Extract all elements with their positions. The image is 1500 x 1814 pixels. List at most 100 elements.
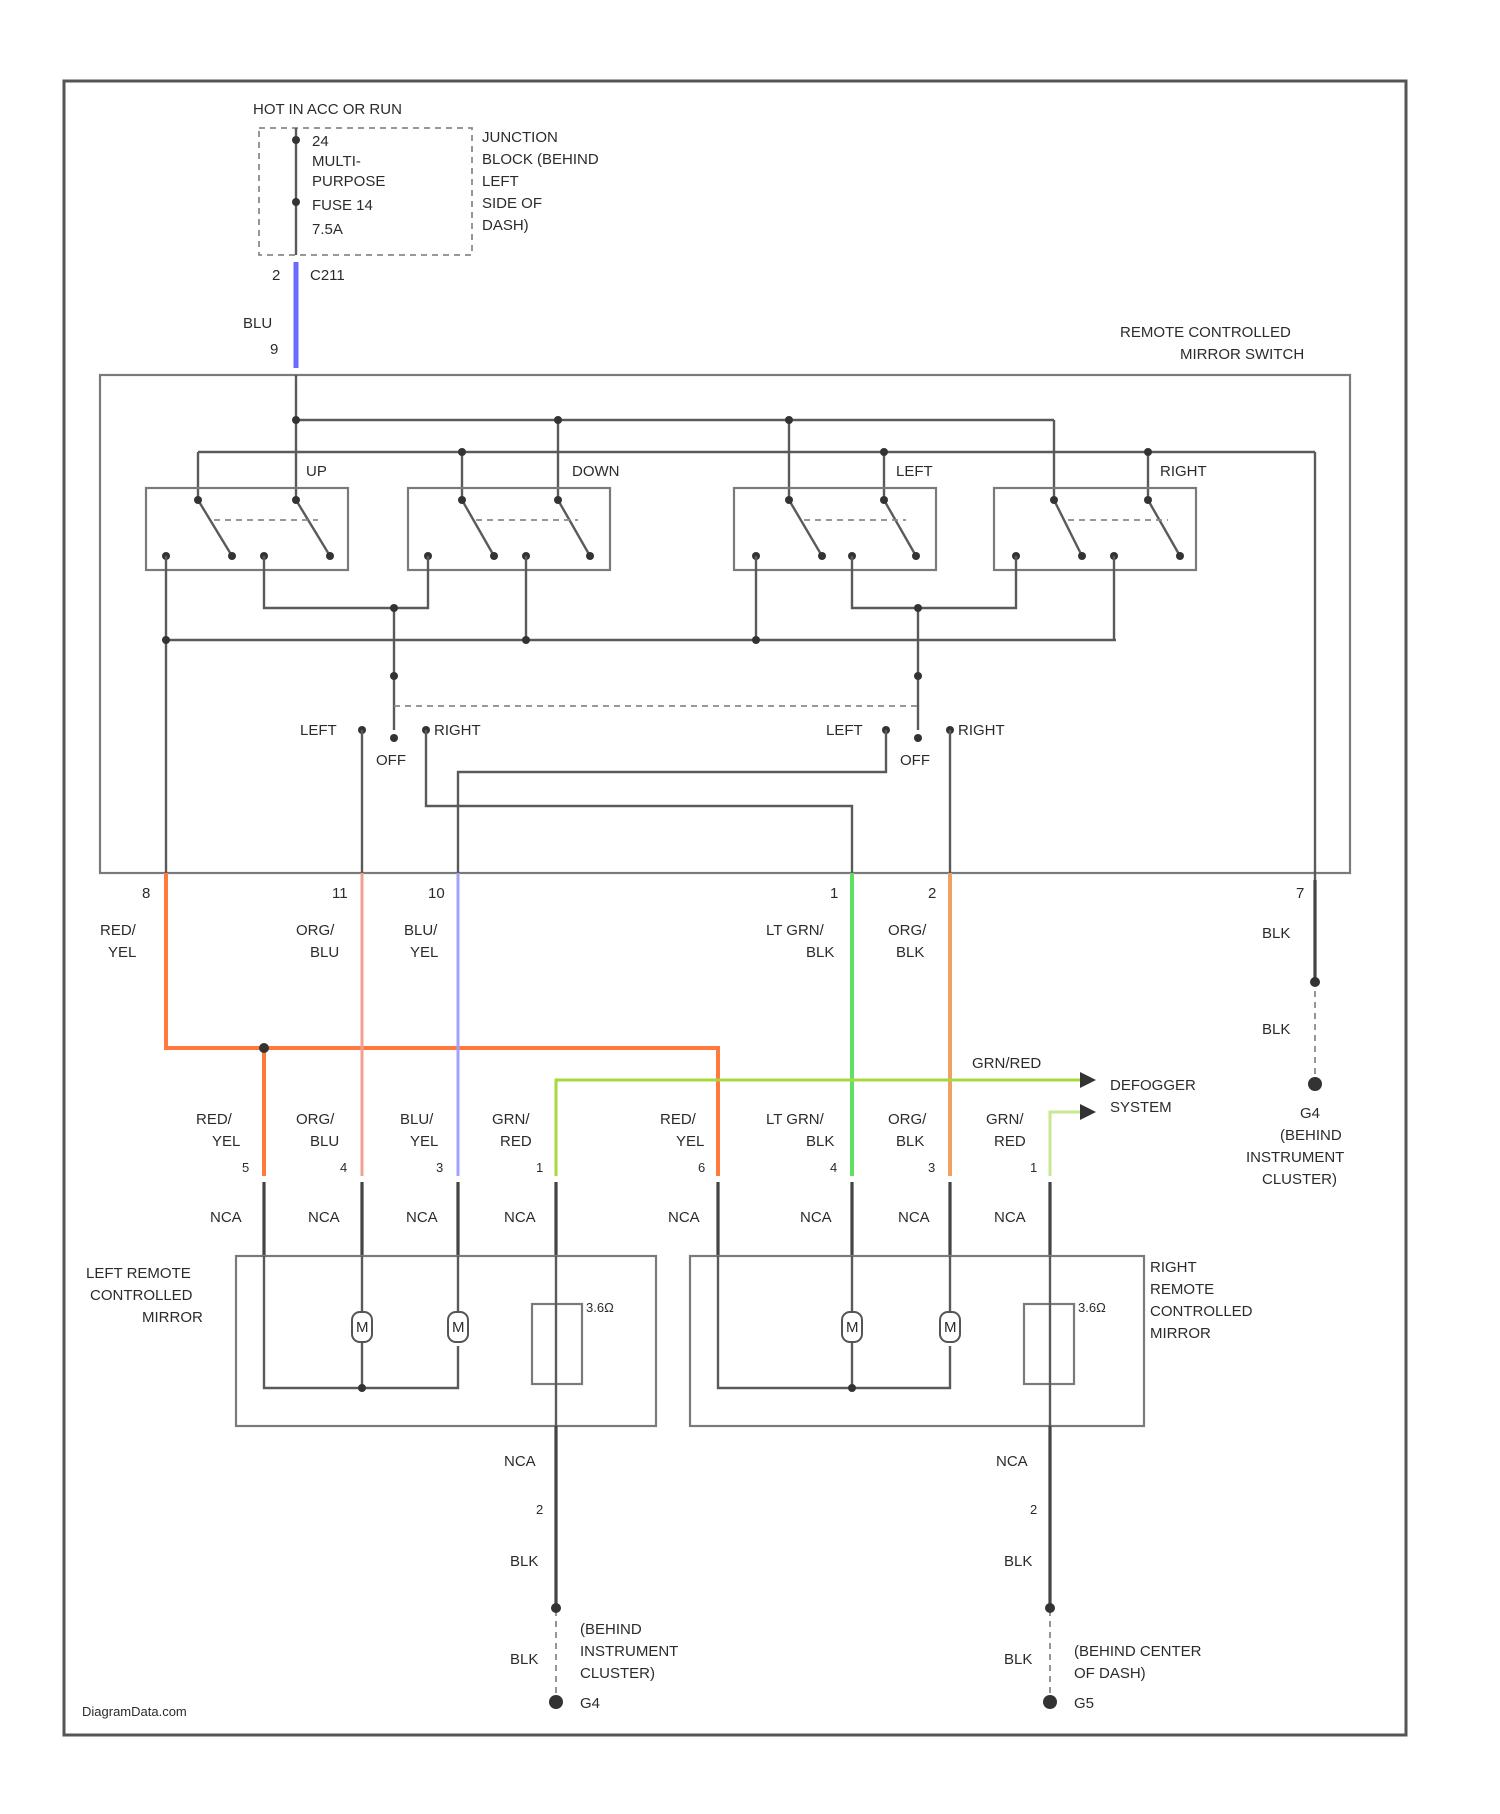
left-mirror-wire-labels: RED/ YEL ORG/ BLU BLU/ YEL GRN/ RED 5 4 … <box>196 1111 543 1226</box>
wire-label-blu-yel-1: BLU/ <box>404 922 438 939</box>
selector-1-left: LEFT <box>300 722 337 739</box>
junction-line-4: SIDE OF <box>482 195 542 212</box>
mirror-switch-outline <box>100 375 1350 873</box>
wire-label-blu-yel-2: YEL <box>410 944 438 961</box>
switch-title-1: REMOTE CONTROLLED <box>1120 324 1291 341</box>
rm-ground-label-1: (BEHIND CENTER <box>1074 1643 1202 1660</box>
rm-pin-1: 6 <box>698 1160 705 1175</box>
upper-wire-labels: RED/ YEL ORG/ BLU BLU/ YEL LT GRN/ BLK O… <box>100 922 1290 1038</box>
right-mirror-title-2: REMOTE <box>1150 1281 1214 1298</box>
junction-line-2: BLOCK (BEHIND <box>482 151 599 168</box>
left-mirror-outline <box>236 1256 656 1426</box>
left-mirror: LEFT REMOTE CONTROLLED MIRROR M M 3.6Ω <box>86 1256 656 1426</box>
switch-up: UP <box>146 463 348 570</box>
fuse-line-3: PURPOSE <box>312 173 385 190</box>
rm-bottom-pin: 2 <box>1030 1502 1037 1517</box>
rm-wire-3b: BLK <box>896 1133 924 1150</box>
ground-g4-id: G4 <box>1300 1105 1320 1122</box>
switch-left: LEFT <box>734 463 936 570</box>
red-yel-wire <box>166 873 718 1176</box>
lm-motor-2-label: M <box>452 1319 465 1336</box>
rm-motor-1-label: M <box>846 1319 859 1336</box>
rm-wire-4b: RED <box>994 1133 1026 1150</box>
wire-label-org-blu-2: BLU <box>310 944 339 961</box>
lm-wire-2b: BLU <box>310 1133 339 1150</box>
fuse-line-4: FUSE 14 <box>312 197 373 214</box>
lm-wire-1a: RED/ <box>196 1111 233 1128</box>
fuse-node-top <box>292 136 300 144</box>
left-mirror-title-2: CONTROLLED <box>90 1287 193 1304</box>
switch-title-2: MIRROR SWITCH <box>1180 346 1304 363</box>
rm-wire-4a: GRN/ <box>986 1111 1024 1128</box>
switch-connector-pins: 8 11 10 1 2 7 <box>142 885 1304 902</box>
lm-motor-1-label: M <box>356 1319 369 1336</box>
selector-2-left: LEFT <box>826 722 863 739</box>
lm-nca-3: NCA <box>406 1209 438 1226</box>
lm-nca-4: NCA <box>504 1209 536 1226</box>
wire-label-org-blk-1: ORG/ <box>888 922 927 939</box>
mirror-switch: REMOTE CONTROLLED MIRROR SWITCH UP <box>100 324 1350 880</box>
switch-right-label: RIGHT <box>1160 463 1207 480</box>
switch-feed-pin: 9 <box>270 341 278 358</box>
switch-pin-6: 7 <box>1296 885 1304 902</box>
switch-down: DOWN <box>408 463 620 570</box>
fuse-line-2: MULTI- <box>312 153 361 170</box>
switch-left-label: LEFT <box>896 463 933 480</box>
lm-nca-1: NCA <box>210 1209 242 1226</box>
junction-block-outline <box>259 128 472 255</box>
lm-ground-label-3: CLUSTER) <box>580 1665 655 1682</box>
rm-ground-label-2: OF DASH) <box>1074 1665 1146 1682</box>
defogger-label-1: DEFOGGER <box>1110 1077 1196 1094</box>
wire-label-blk-1: BLK <box>1262 925 1290 942</box>
ground-g4-label: G4 (BEHIND INSTRUMENT CLUSTER) <box>1246 1105 1344 1188</box>
wire-label-lt-grn-blk-1: LT GRN/ <box>766 922 825 939</box>
lm-wire-3a: BLU/ <box>400 1111 434 1128</box>
wire-label-lt-grn-blk-2: BLK <box>806 944 834 961</box>
rm-wire-1b: YEL <box>676 1133 704 1150</box>
switch-pin-3: 10 <box>428 885 445 902</box>
lm-pin-4: 1 <box>536 1160 543 1175</box>
rm-nca-3: NCA <box>898 1209 930 1226</box>
lm-wire-4b: RED <box>500 1133 532 1150</box>
rm-wire-2a: LT GRN/ <box>766 1111 825 1128</box>
switch-pin-2: 11 <box>332 885 348 902</box>
wire-label-org-blk-2: BLK <box>896 944 924 961</box>
lm-wire-3b: YEL <box>410 1133 438 1150</box>
wire-label-org-blu-1: ORG/ <box>296 922 335 939</box>
rm-bottom-nca: NCA <box>996 1453 1028 1470</box>
junction-line-5: DASH) <box>482 217 529 234</box>
lm-wire-1b: YEL <box>212 1133 240 1150</box>
switch-pin-5: 2 <box>928 885 936 902</box>
right-mirror-title-1: RIGHT <box>1150 1259 1197 1276</box>
rm-pin-4: 1 <box>1030 1160 1037 1175</box>
junction-line-3: LEFT <box>482 173 519 190</box>
lm-wire-4a: GRN/ <box>492 1111 530 1128</box>
lm-ground-id: G4 <box>580 1695 600 1712</box>
lm-bottom-nca: NCA <box>504 1453 536 1470</box>
rm-nca-2: NCA <box>800 1209 832 1226</box>
fuse-line-5: 7.5A <box>312 221 343 238</box>
grn-red-wire-left <box>556 1080 1080 1176</box>
rm-ground-wire: BLK <box>1004 1553 1032 1570</box>
rm-pin-3: 3 <box>928 1160 935 1175</box>
defogger-label-2: SYSTEM <box>1110 1099 1172 1116</box>
selector-1-right: RIGHT <box>434 722 481 739</box>
left-mirror-title-3: MIRROR <box>142 1309 203 1326</box>
selector-2-off: OFF <box>900 752 930 769</box>
rm-nca-4: NCA <box>994 1209 1026 1226</box>
defogger-wire-label: GRN/RED <box>972 1055 1041 1072</box>
blu-feed-wire-label: BLU <box>243 315 272 332</box>
fuse-junction-block: HOT IN ACC OR RUN 24 MULTI- PURPOSE FUSE… <box>253 101 599 284</box>
rm-nca-1: NCA <box>668 1209 700 1226</box>
fuse-node-bottom <box>292 198 300 206</box>
lm-heater-label: 3.6Ω <box>586 1300 614 1315</box>
ground-g4-line-4: CLUSTER) <box>1262 1171 1337 1188</box>
wire-label-blk-2: BLK <box>1262 1021 1290 1038</box>
hot-label: HOT IN ACC OR RUN <box>253 101 402 118</box>
fuse-connector-id: C211 <box>310 267 345 284</box>
rm-wire-1a: RED/ <box>660 1111 697 1128</box>
switch-up-label: UP <box>306 463 327 480</box>
rm-ground-wire-2: BLK <box>1004 1651 1032 1668</box>
switch-right: RIGHT <box>994 463 1207 570</box>
